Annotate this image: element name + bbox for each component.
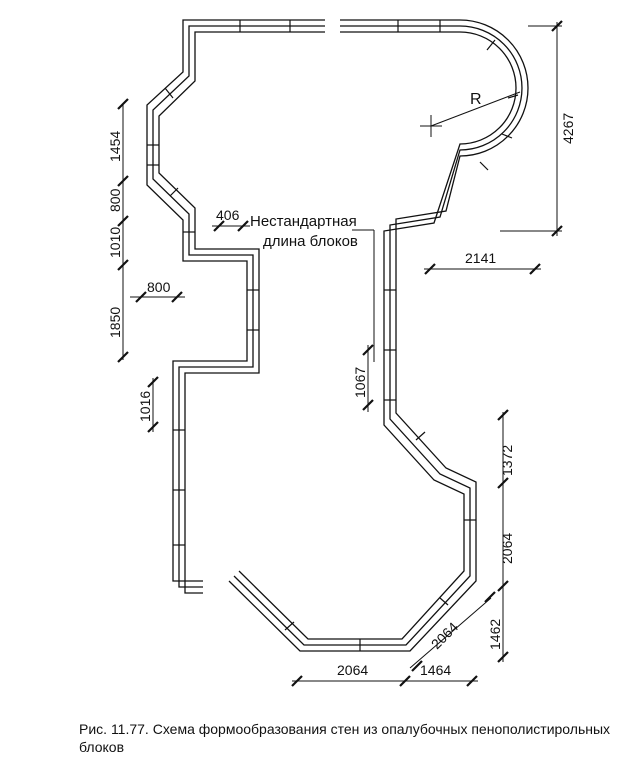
- wall-line-inner: [158, 31, 517, 640]
- dim-2141-group: 2141: [424, 250, 541, 275]
- dim-800-inner: 800: [147, 279, 171, 295]
- dim-4267-group: 4267: [500, 20, 576, 237]
- dim-2064-diag-group: 2064: [409, 591, 496, 672]
- left-dimension-chain: 1454 800 1010 1850: [107, 98, 129, 363]
- nonstandard-block-note: Нестандартная длина блоков: [250, 213, 375, 362]
- radius-marker: R: [420, 91, 521, 137]
- figure-caption: Рис. 11.77. Схема формообразования стен …: [79, 721, 611, 755]
- dim-2064-right: 2064: [499, 533, 515, 564]
- dim-1372: 1372: [499, 445, 515, 476]
- dim-800-left: 800: [107, 188, 123, 212]
- dim-1016-group: 1016: [137, 376, 159, 433]
- dim-2141: 2141: [465, 250, 496, 266]
- bottom-dimension-chain: 2064 1464: [291, 662, 478, 687]
- wall-outline: [146, 19, 529, 652]
- dim-1464: 1464: [420, 662, 451, 678]
- note-line-1: Нестандартная: [250, 213, 357, 230]
- block-joints: [147, 20, 519, 651]
- wall-line-outer: [146, 19, 529, 652]
- dim-406: 406: [216, 207, 240, 223]
- dim-2064-diag: 2064: [428, 619, 461, 652]
- dim-1016: 1016: [137, 391, 153, 422]
- dim-1067: 1067: [352, 367, 368, 398]
- radius-label: R: [470, 91, 482, 108]
- dim-1010: 1010: [107, 227, 123, 258]
- dim-406-group: 406: [212, 207, 250, 232]
- right-dimension-chain: 1372 2064 1462: [487, 409, 515, 663]
- note-line-2: длина блоков: [263, 233, 358, 250]
- dim-1454: 1454: [107, 131, 123, 162]
- wall-formation-diagram: R 1454 800 1010 1850 800 1016 406 Нестан…: [107, 19, 576, 687]
- dim-1850: 1850: [107, 307, 123, 338]
- dim-2064-bottom: 2064: [337, 662, 368, 678]
- dim-800-inner-group: 800: [130, 279, 185, 303]
- dim-4267: 4267: [560, 113, 576, 144]
- wall-line-middle: [152, 25, 523, 646]
- dim-1067-group: 1067: [352, 344, 374, 412]
- dim-1462: 1462: [487, 619, 503, 650]
